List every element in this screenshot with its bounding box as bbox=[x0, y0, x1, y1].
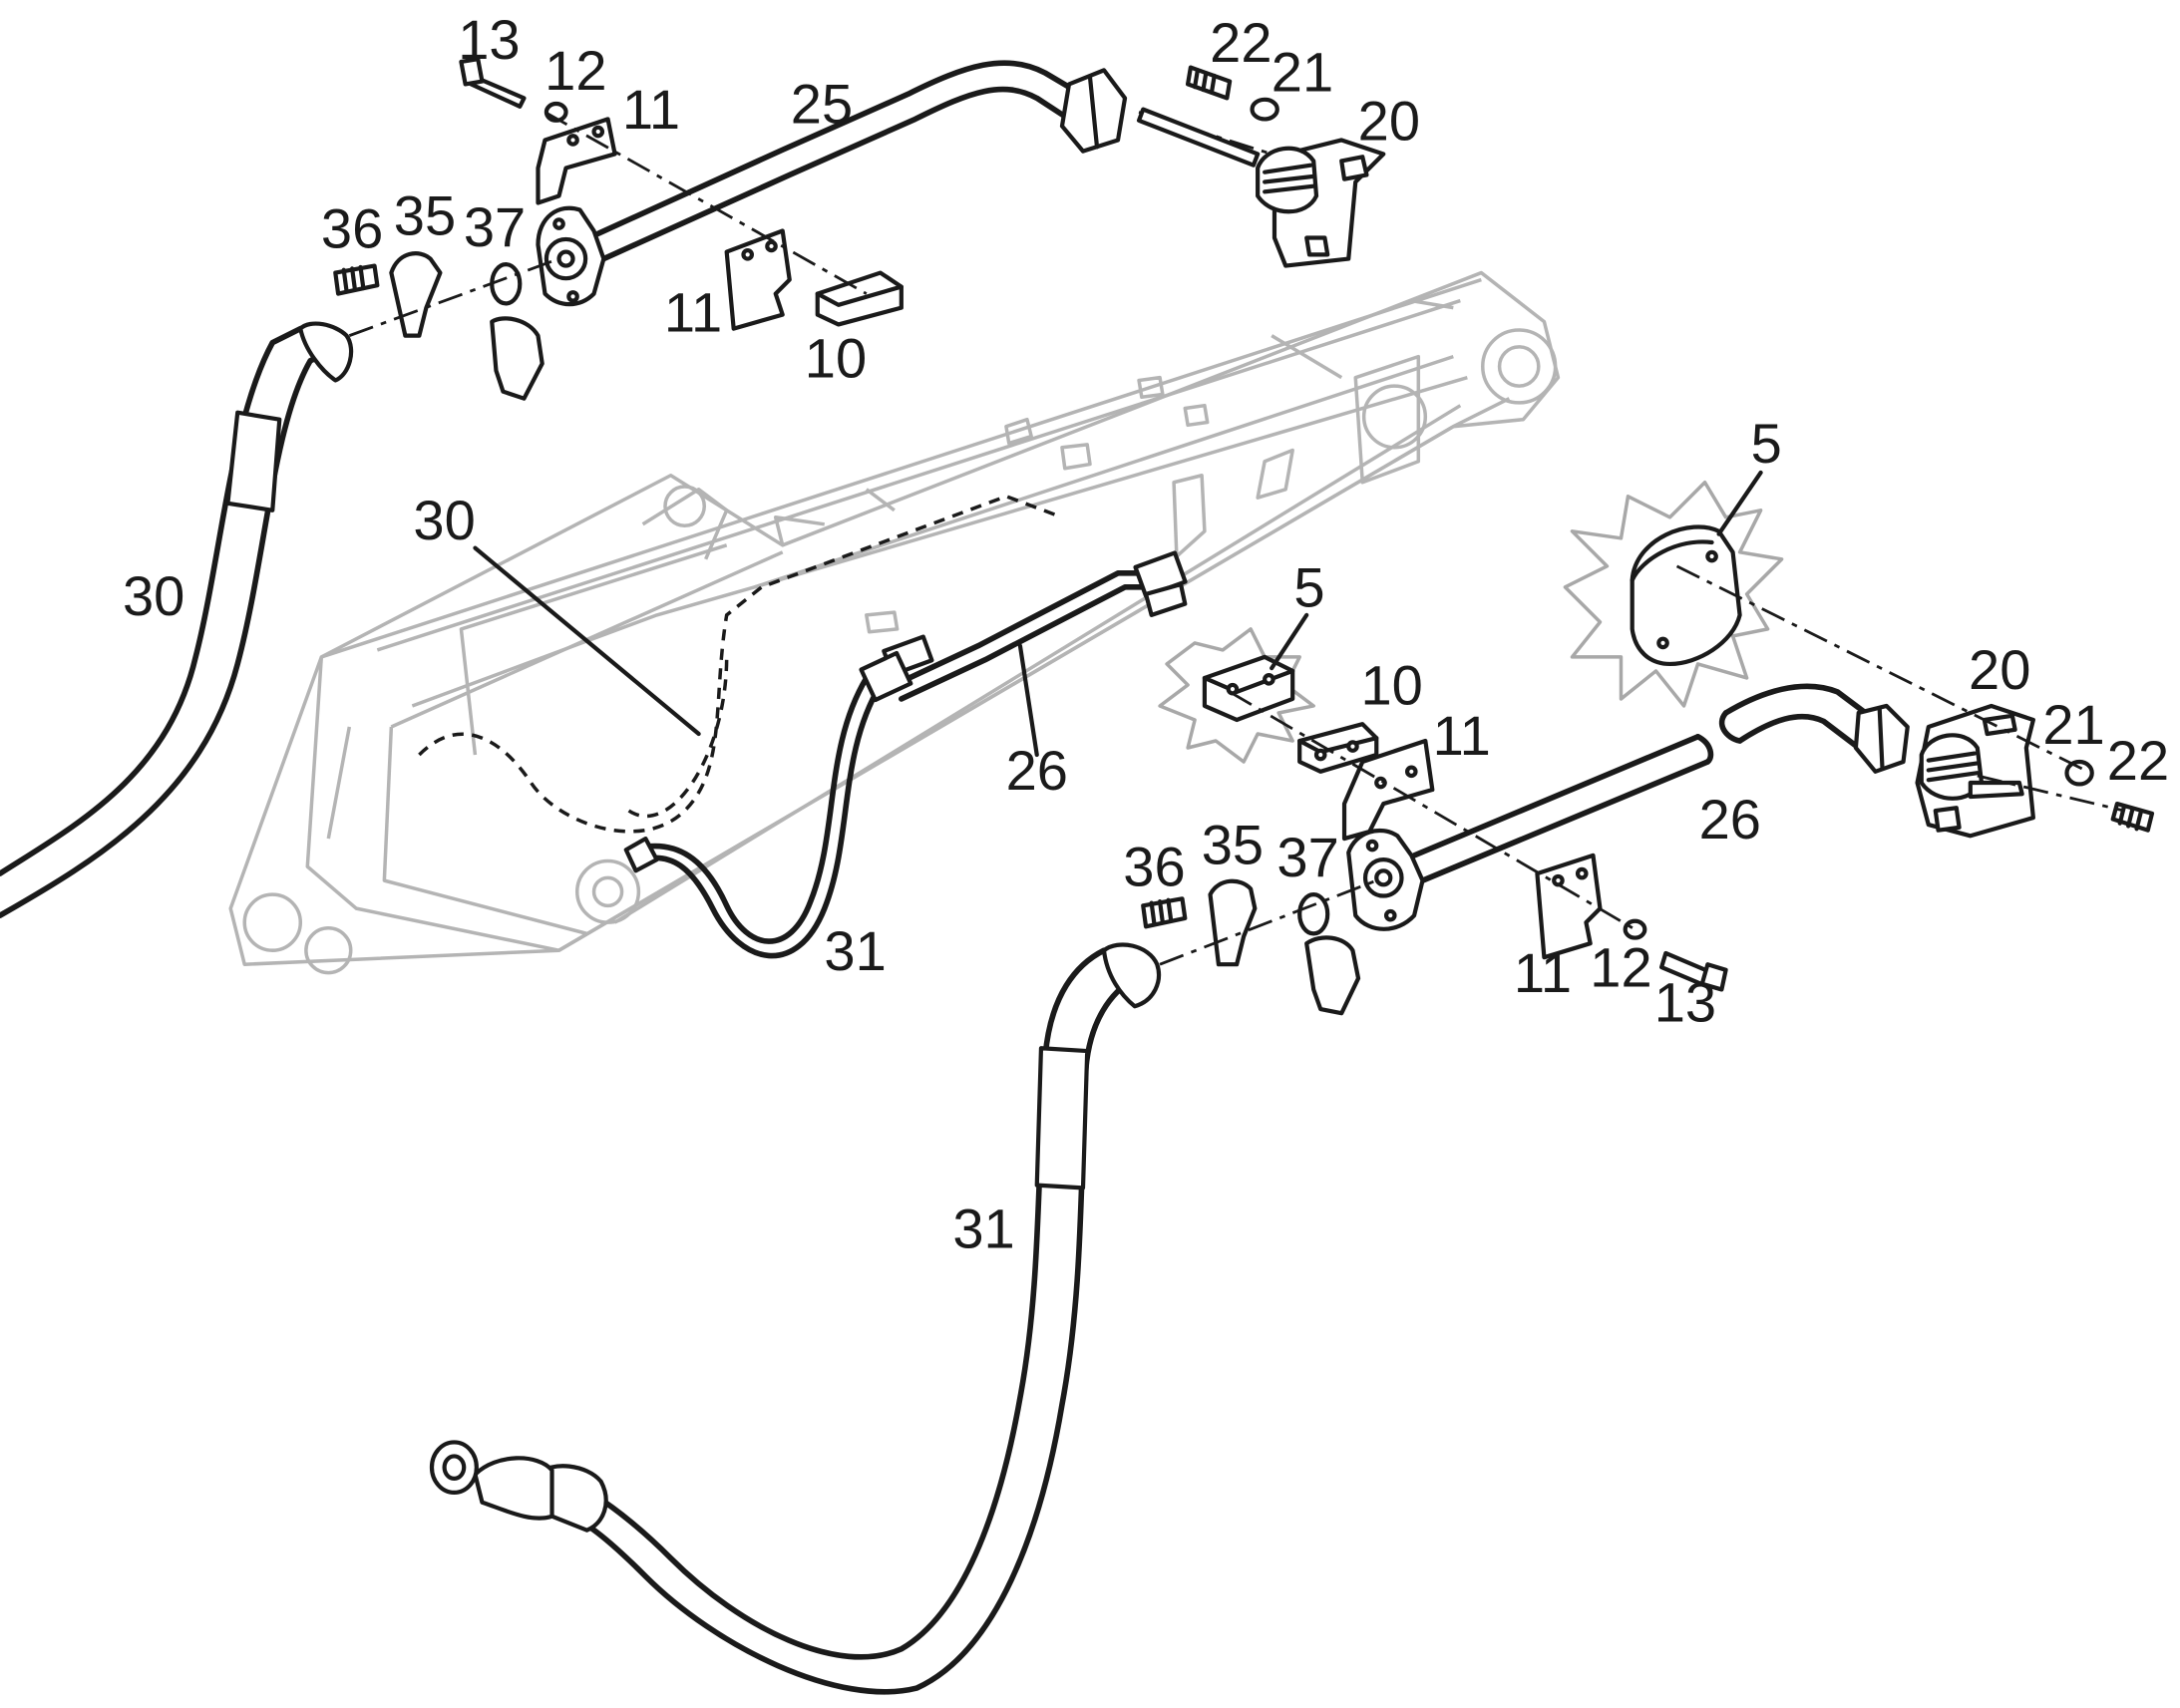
boom-structure bbox=[228, 270, 1561, 975]
hose-26-boom bbox=[882, 550, 1188, 702]
leader-5-mid bbox=[1270, 612, 1309, 671]
split-flange-right bbox=[1141, 878, 1361, 1016]
callout-22-bottom: 22 bbox=[2107, 729, 2169, 792]
weld-plate-right bbox=[1563, 481, 1784, 708]
hose-31-bottom bbox=[429, 936, 1161, 1703]
pipe-26-right bbox=[1402, 683, 1910, 883]
leader-30-boom bbox=[473, 545, 701, 737]
callout-35-top: 35 bbox=[394, 184, 456, 247]
axis-top-flange bbox=[348, 257, 559, 337]
callout-36-top: 36 bbox=[321, 196, 383, 259]
axis-flange-right bbox=[1159, 878, 1377, 966]
callout-12-top: 12 bbox=[545, 39, 606, 102]
callout-10-top: 10 bbox=[805, 327, 867, 390]
axis-top-bolt bbox=[544, 111, 868, 295]
callout-11-right: 11 bbox=[1433, 704, 1491, 767]
union-fitting-top bbox=[1136, 65, 1386, 268]
callout-30-left: 30 bbox=[123, 564, 184, 627]
axis-clamp-mid bbox=[1229, 690, 1636, 931]
callout-31-bottom: 31 bbox=[952, 1197, 1014, 1260]
callout-11-mid: 11 bbox=[664, 280, 722, 343]
callout-5-right: 5 bbox=[1751, 412, 1782, 475]
callout-36-bottom: 36 bbox=[1123, 836, 1185, 898]
callout-11-top: 11 bbox=[622, 78, 680, 141]
axis-union-bottom bbox=[1977, 774, 2125, 813]
pipe-25 bbox=[578, 58, 1128, 262]
callout-13-top: 13 bbox=[458, 8, 520, 71]
callout-10-bottom: 10 bbox=[1361, 654, 1423, 717]
callout-30-boom: 30 bbox=[413, 489, 475, 551]
callout-35-bottom: 35 bbox=[1202, 813, 1264, 875]
callout-37-top: 37 bbox=[464, 195, 526, 258]
callout-20-top: 20 bbox=[1358, 89, 1420, 152]
callout-20-bottom: 20 bbox=[1969, 638, 2030, 701]
hose-31-boom bbox=[623, 650, 913, 959]
leader-26-boom bbox=[1017, 643, 1039, 758]
leader-5-right bbox=[1716, 470, 1763, 536]
callout-22-top: 22 bbox=[1210, 11, 1272, 74]
hose-30 bbox=[0, 307, 354, 923]
hidden-hose-routing bbox=[418, 494, 1063, 834]
callout-26-boom: 26 bbox=[1006, 739, 1068, 802]
callout-12-bottom: 12 bbox=[1590, 936, 1651, 999]
callout-25: 25 bbox=[791, 73, 853, 136]
clamp-hardware-right bbox=[1297, 722, 1728, 992]
callout-11-bottom: 11 bbox=[1514, 941, 1572, 1004]
callout-26-right: 26 bbox=[1699, 788, 1761, 851]
flange-top bbox=[536, 205, 606, 307]
callout-labels: 13 12 11 25 22 21 20 36 35 37 11 10 30 3… bbox=[123, 8, 2169, 1259]
union-fitting-bottom bbox=[1915, 703, 2155, 839]
axis-plate-right bbox=[1675, 564, 2083, 771]
callout-37-bottom: 37 bbox=[1276, 826, 1338, 888]
callout-31-boom: 31 bbox=[824, 919, 886, 982]
callout-21-bottom: 21 bbox=[2042, 693, 2104, 756]
callout-21-top: 21 bbox=[1272, 40, 1333, 103]
callout-5-mid: 5 bbox=[1293, 555, 1324, 618]
flange-right bbox=[1346, 828, 1425, 931]
split-flange-top bbox=[333, 251, 545, 401]
clamp-hardware-top bbox=[459, 57, 904, 331]
callout-13-bottom: 13 bbox=[1654, 971, 1716, 1034]
